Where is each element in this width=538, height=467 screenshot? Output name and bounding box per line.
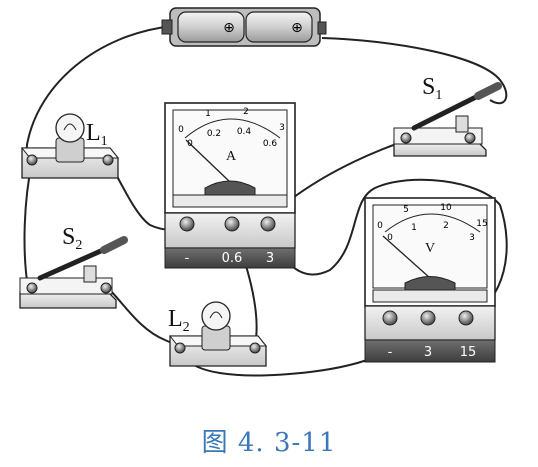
wire-l1-to-s2 bbox=[23, 161, 33, 289]
voltmeter-term-label-neg: - bbox=[388, 345, 393, 360]
voltmeter: 0 5 10 15 0 1 2 3 V - 3 15 bbox=[364, 197, 496, 363]
ammeter-scale-outer-0: 0 bbox=[178, 125, 184, 135]
battery-cell-2-symbol: ⊕ bbox=[291, 20, 303, 36]
voltmeter-terminal-neg bbox=[382, 310, 398, 326]
ammeter-term-label-neg: - bbox=[185, 251, 190, 266]
voltmeter-scale-outer-3: 15 bbox=[476, 219, 487, 229]
ammeter-scale-inner-2: 0.4 bbox=[237, 127, 252, 137]
lamp-l1-terminal-right bbox=[102, 154, 114, 166]
voltmeter-scale-inner-0: 0 bbox=[387, 233, 393, 243]
voltmeter-scale-outer-1: 5 bbox=[403, 205, 409, 215]
lamp-l1-bulb bbox=[55, 113, 85, 143]
lamp-l2-terminal-right bbox=[249, 342, 261, 354]
lamp-l2: L2 bbox=[168, 301, 268, 367]
ammeter-scale-outer-3: 3 bbox=[279, 123, 285, 133]
figure-caption: 图 4. 3-11 bbox=[201, 428, 337, 458]
voltmeter-needle bbox=[382, 235, 431, 279]
battery-terminal-right bbox=[317, 21, 327, 35]
switch-s2: S2 bbox=[19, 224, 128, 309]
voltmeter-scale-inner-3: 3 bbox=[469, 233, 475, 243]
ammeter-term-label-0-6: 0.6 bbox=[222, 251, 243, 266]
lamp-l1-terminal-left bbox=[26, 154, 38, 166]
switch-s1-lever bbox=[411, 89, 489, 131]
battery-cell-1-symbol: ⊕ bbox=[223, 20, 235, 36]
switch-s2-label: S2 bbox=[62, 224, 82, 253]
battery-pack: ⊕ ⊕ bbox=[161, 7, 327, 47]
voltmeter-scale-arc bbox=[384, 213, 481, 233]
voltmeter-scale-inner-1: 1 bbox=[411, 223, 417, 233]
voltmeter-dial bbox=[372, 204, 488, 289]
lamp-l1: L1 bbox=[20, 113, 120, 179]
voltmeter-term-label-3: 3 bbox=[424, 345, 432, 360]
wire-battery-to-s1 bbox=[321, 37, 508, 105]
ammeter-scale-arc bbox=[184, 118, 281, 139]
ammeter-terminal-3 bbox=[260, 216, 276, 232]
switch-s1-label: S1 bbox=[422, 74, 442, 103]
ammeter-terminal-neg bbox=[179, 216, 195, 232]
voltmeter-scale-outer-2: 10 bbox=[440, 203, 452, 213]
voltmeter-term-label-15: 15 bbox=[460, 345, 477, 360]
wire-ammeter-to-voltmeter bbox=[268, 178, 508, 319]
voltmeter-unit: V bbox=[425, 241, 435, 256]
ammeter-terminal-0-6 bbox=[224, 216, 240, 232]
ammeter-scale-outer-2: 2 bbox=[243, 107, 249, 117]
ammeter-needle bbox=[185, 139, 231, 183]
voltmeter-scale-inner-2: 2 bbox=[443, 221, 449, 231]
lamp-l2-label: L2 bbox=[168, 306, 190, 335]
battery-cell-2 bbox=[245, 11, 313, 43]
switch-s1: S1 bbox=[393, 74, 502, 157]
ammeter: 0 1 2 3 0 0.2 0.4 0.6 A - 0.6 3 bbox=[164, 102, 296, 269]
ammeter-scale-outer-1: 1 bbox=[205, 109, 211, 119]
ammeter-scale-inner-3: 0.6 bbox=[263, 139, 278, 149]
voltmeter-scale-outer-0: 0 bbox=[377, 221, 383, 231]
ammeter-unit: A bbox=[226, 149, 237, 164]
voltmeter-terminal-15 bbox=[458, 310, 474, 326]
lamp-l1-label: L1 bbox=[86, 120, 108, 149]
ammeter-scale-inner-1: 0.2 bbox=[207, 129, 221, 139]
voltmeter-terminal-3 bbox=[420, 310, 436, 326]
battery-cell-1 bbox=[177, 11, 245, 43]
ammeter-term-label-3: 3 bbox=[266, 251, 274, 266]
lamp-l2-terminal-left bbox=[174, 342, 186, 354]
battery-terminal-left bbox=[161, 19, 173, 35]
lamp-l2-bulb bbox=[201, 301, 231, 331]
